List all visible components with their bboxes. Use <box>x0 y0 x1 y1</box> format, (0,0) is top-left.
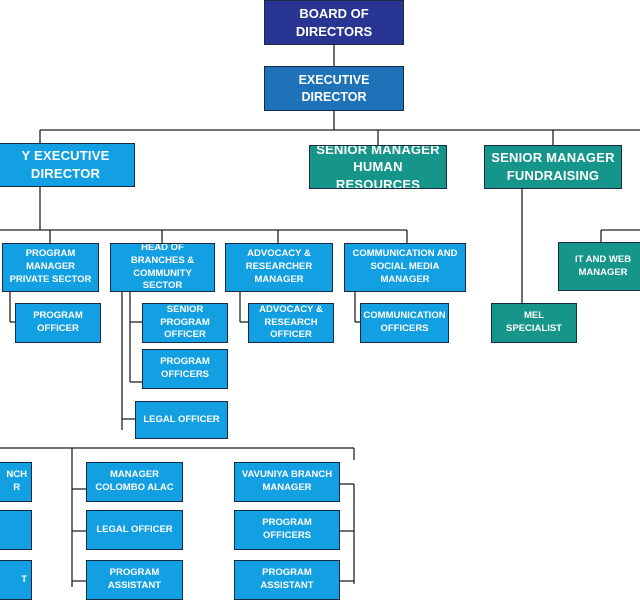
head-of-branches-box: HEAD OF BRANCHES & COMMUNITY SECTOR <box>110 243 215 292</box>
program-officer-box: PROGRAM OFFICER <box>15 303 101 343</box>
senior-program-officer-box: SENIOR PROGRAM OFFICER <box>142 303 228 343</box>
left-branch-assistant-box: T <box>0 560 32 600</box>
legal-officer-colombo-box: LEGAL OFFICER <box>86 510 183 550</box>
board-of-directors-box: BOARD OF DIRECTORS <box>264 0 404 45</box>
senior-manager-fundraising-box: SENIOR MANAGER FUNDRAISING <box>484 145 622 189</box>
communication-officers-box: COMMUNICATION OFFICERS <box>360 303 449 343</box>
left-branch-officer-box <box>0 510 32 550</box>
senior-manager-hr-box: SENIOR MANAGER HUMAN RESOURCES <box>309 145 447 189</box>
program-assistant-vavuniya-box: PROGRAM ASSISTANT <box>234 560 340 600</box>
program-officers-hob-box: PROGRAM OFFICERS <box>142 349 228 389</box>
legal-officer-hob-box: LEGAL OFFICER <box>135 401 228 439</box>
program-assistant-colombo-box: PROGRAM ASSISTANT <box>86 560 183 600</box>
communication-manager-box: COMMUNICATION AND SOCIAL MEDIA MANAGER <box>344 243 466 292</box>
manager-colombo-alac-box: MANAGER COLOMBO ALAC <box>86 462 183 502</box>
program-manager-private-sector-box: PROGRAM MANAGER PRIVATE SECTOR <box>2 243 99 292</box>
advocacy-research-officer-box: ADVOCACY & RESEARCH OFFICER <box>248 303 334 343</box>
executive-director-box: EXECUTIVE DIRECTOR <box>264 66 404 111</box>
program-officers-vavuniya-box: PROGRAM OFFICERS <box>234 510 340 550</box>
mel-specialist-box: MEL SPECIALIST <box>491 303 577 343</box>
left-branch-manager-box: NCH R <box>0 462 32 502</box>
deputy-executive-director-box: Y EXECUTIVE DIRECTOR <box>0 143 135 187</box>
vavuniya-branch-manager-box: VAVUNIYA BRANCH MANAGER <box>234 462 340 502</box>
it-web-manager-box: IT AND WEB MANAGER <box>558 242 640 291</box>
advocacy-researcher-manager-box: ADVOCACY & RESEARCHER MANAGER <box>225 243 333 292</box>
